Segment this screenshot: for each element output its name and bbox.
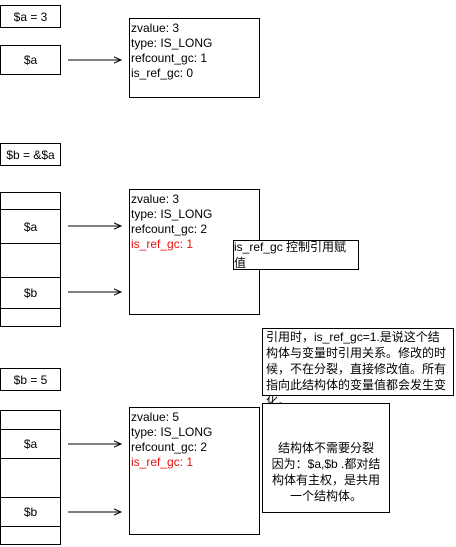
section3-title-box: $b = 5: [0, 368, 61, 391]
section2-var-b: $b: [0, 277, 61, 309]
section2-note: is_ref_gc 控制引用赋值: [233, 240, 359, 270]
section2-var-a-label: $a: [23, 219, 38, 234]
zval-refcount: refcount_gc: 2: [131, 440, 208, 454]
section3-title: $b = 5: [13, 372, 48, 387]
section1-var-a-label: $a: [23, 53, 38, 67]
section2-var-a: $a: [0, 209, 61, 244]
section2-var-b-label: $b: [23, 286, 38, 300]
section3-zval-struct: zvalue: 5 type: IS_LONG refcount_gc: 2 i…: [129, 407, 260, 535]
section3-ref-note-text: 引用时，is_ref_gc=1.是说这个结构体与变量时引用关系。修改的时候，不在…: [266, 330, 447, 408]
zval-type: type: IS_LONG: [131, 36, 213, 50]
section3-struct-note-text: 结构体不需要分裂 因为：$a,$b .都对结构体有主权，是共用一个结构体。: [271, 441, 381, 503]
zval-is-ref: is_ref_gc: 1: [131, 237, 194, 251]
section3-var-a-label: $a: [23, 437, 38, 451]
section1-zval-struct: zvalue: 3 type: IS_LONG refcount_gc: 1 i…: [129, 18, 260, 98]
zval-value: zvalue: 3: [131, 21, 180, 35]
zval-type: type: IS_LONG: [131, 425, 213, 439]
zval-refcount: refcount_gc: 2: [131, 222, 208, 236]
section2-note-text: is_ref_gc 控制引用赋值: [234, 240, 347, 270]
section3-stack-cell: [0, 526, 61, 545]
section1-var-a: $a: [0, 45, 61, 75]
section2-stack-cell: [0, 308, 61, 327]
section3-var-a: $a: [0, 429, 61, 459]
section3-var-b: $b: [0, 497, 61, 527]
zval-is-ref: is_ref_gc: 1: [131, 455, 194, 469]
section3-var-b-label: $b: [23, 505, 38, 519]
zval-type: type: IS_LONG: [131, 207, 213, 221]
zval-value: zvalue: 3: [131, 192, 180, 206]
section2-title-box: $b = &$a: [0, 143, 61, 166]
zval-is-ref: is_ref_gc: 0: [131, 66, 194, 80]
zval-refcount: refcount_gc: 1: [131, 51, 208, 65]
zval-value: zvalue: 5: [131, 410, 180, 424]
section1-title-box: $a = 3: [0, 5, 61, 28]
section3-ref-note: 引用时，is_ref_gc=1.是说这个结构体与变量时引用关系。修改的时候，不在…: [262, 328, 454, 408]
section1-title: $a = 3: [13, 9, 48, 24]
section3-stack-cell: [0, 458, 61, 498]
section3-struct-note: 结构体不需要分裂 因为：$a,$b .都对结构体有主权，是共用一个结构体。: [262, 403, 390, 513]
section2-title: $b = &$a: [6, 147, 55, 162]
